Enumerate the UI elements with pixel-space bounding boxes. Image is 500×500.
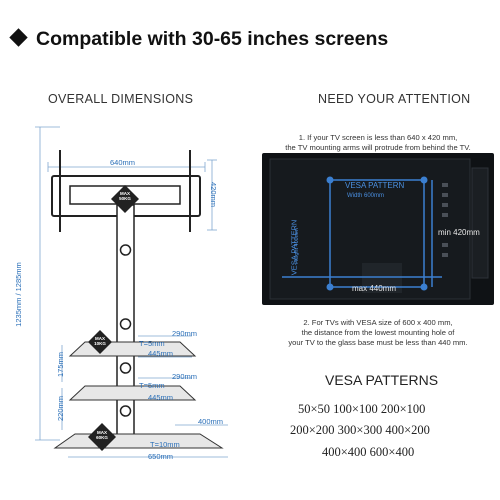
- dim-shelf2-width: 290mm: [172, 372, 198, 381]
- mounting-frame: [51, 150, 201, 232]
- dim-gap2: 220mm: [56, 395, 66, 422]
- dim-shelf1-depth: 445mm: [148, 349, 174, 358]
- vesa-top-values: Width 600mm: [347, 193, 385, 199]
- dim-width-top: 640mm: [110, 158, 136, 167]
- dim-gap1: 175mm: [56, 351, 66, 378]
- min-height-label: min 420mm: [438, 228, 480, 237]
- dim-shelf2-thickness: T=5mm: [139, 381, 165, 390]
- vesa-patterns-title: VESA PATTERNS: [325, 372, 439, 388]
- stand-dimension-drawing: [35, 126, 228, 458]
- dim-base-depth: 400mm: [198, 417, 224, 426]
- vesa-row-3: 400×400 600×400: [322, 445, 415, 459]
- attention-note-1: 1. If your TV screen is less than 640 x …: [285, 133, 471, 152]
- max-distance-label: max 440mm: [352, 284, 397, 293]
- vesa-row-1: 50×50 100×100 200×100: [298, 402, 426, 416]
- header-title: Compatible with 30-65 inches screens: [36, 28, 389, 50]
- column-knobs: [119, 244, 132, 417]
- dim-base-width: 650mm: [148, 452, 174, 461]
- weight-badge-top: [111, 185, 139, 213]
- glass-shelves: [53, 341, 224, 449]
- vesa-side-values: Height 400mm: [293, 228, 300, 264]
- dim-shelf1-width: 290mm: [172, 329, 198, 338]
- tv-vesa-overlay: [269, 158, 489, 300]
- dim-shelf2-depth: 445mm: [148, 393, 174, 402]
- attention-title: NEED YOUR ATTENTION: [318, 92, 471, 106]
- weight-badge-shelf: [88, 330, 112, 354]
- dim-height-right: 420mm: [209, 181, 219, 208]
- dim-height-left: 1235mm / 1285mm: [13, 262, 23, 327]
- vesa-row-2: 200×200 300×300 400×200: [290, 423, 430, 437]
- vesa-top-label: VESA PATTERN: [345, 181, 405, 190]
- dim-shelf1-thickness: T=5mm: [139, 339, 165, 348]
- dim-base-thickness: T=10mm: [150, 440, 180, 449]
- dimension-lines: [35, 126, 228, 458]
- attention-note-2: 2. For TVs with VESA size of 600 x 400 m…: [288, 318, 468, 347]
- weight-badge-base: [88, 423, 116, 451]
- overall-dimensions-title: OVERALL DIMENSIONS: [48, 92, 194, 106]
- page-header: Compatible with 30-65 inches screens: [9, 28, 389, 51]
